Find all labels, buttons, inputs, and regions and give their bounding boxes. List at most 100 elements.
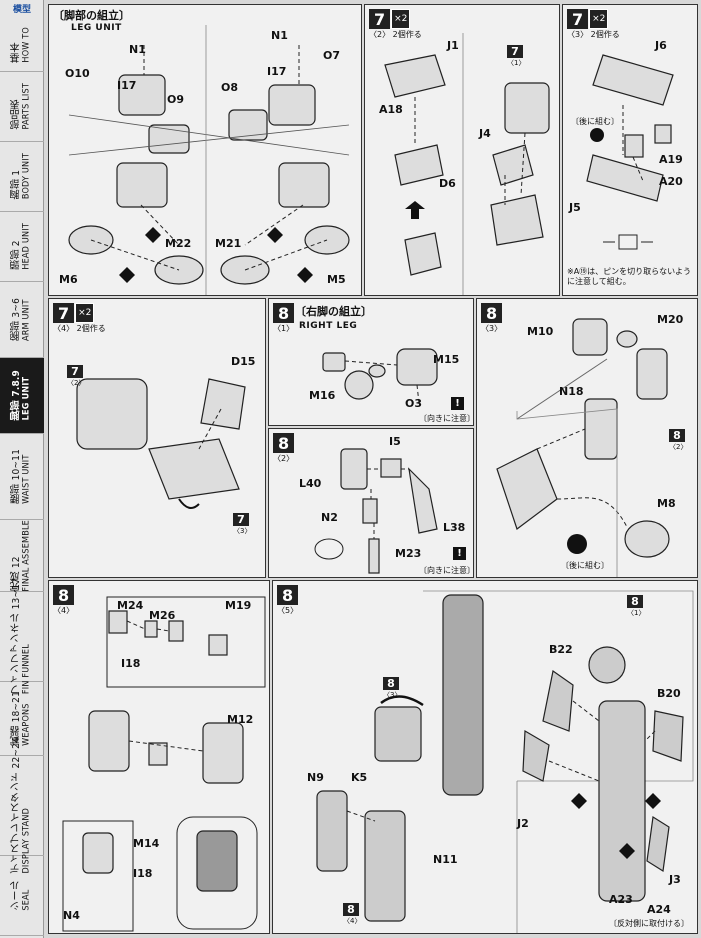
panel-step-7-3: 7×2 〈3〉 2個作る J6 A19 A20 J5 〔後に組む〕 ※A⑲は、ピ… — [562, 4, 698, 296]
part-label: K5 — [351, 771, 368, 784]
step-reference: 8〈4〉 — [343, 903, 362, 925]
illustration-leg-joint — [68, 25, 350, 295]
illustration-shin-frame — [314, 448, 438, 574]
part-label: M15 — [433, 353, 460, 366]
part-label: J5 — [569, 201, 581, 214]
step-reference: 7〈3〉 — [233, 513, 252, 535]
part-label: N4 — [63, 909, 80, 922]
caution-icon: ! — [451, 397, 464, 410]
part-label: O3 — [405, 397, 423, 410]
part-label: A24 — [647, 903, 671, 916]
part-label: L38 — [443, 521, 466, 534]
note-opposite-side: 〔反対側に取付ける〕 — [609, 919, 689, 928]
step-badge: 8 — [273, 303, 295, 323]
part-label: N1 — [271, 29, 288, 42]
part-label: A19 — [659, 153, 683, 166]
part-label: O9 — [167, 93, 185, 106]
part-label: M12 — [227, 713, 254, 726]
step-badge: 8 — [273, 433, 295, 453]
part-label: M6 — [59, 273, 78, 286]
step-subtitle: 〈2〉 2個作る — [369, 30, 422, 39]
part-label: M19 — [225, 599, 252, 612]
part-label: I18 — [133, 867, 153, 880]
part-label: I17 — [117, 79, 137, 92]
part-label: M23 — [395, 547, 422, 560]
part-label: O7 — [323, 49, 341, 62]
site-logo: 模型 — [12, 5, 31, 15]
nav-item-howto[interactable]: 基本 HOW TO — [0, 18, 44, 72]
nav-item-leg-unit[interactable]: 脚部 7.8.9 LEG UNIT — [0, 358, 44, 434]
part-label: N11 — [433, 853, 458, 866]
step-subtitle: 〈3〉 2個作る — [567, 30, 620, 39]
part-label: I17 — [267, 65, 287, 78]
section-subtitle: RIGHT LEG — [299, 321, 358, 331]
panel-step-7-4: 7×2 〈4〉 2個作る 7〈2〉 7〈3〉 D15 — [48, 298, 266, 578]
step-reference: 8〈2〉 — [669, 429, 688, 451]
panel-step-8-4: 8 〈4〉 M24 M26 M19 I18 M12 M14 I18 N4 — [48, 580, 270, 934]
nav-item-parts-list[interactable]: 部品表 PARTS LIST — [0, 72, 44, 142]
illustration-right-leg-core — [322, 348, 438, 404]
part-label: J4 — [479, 127, 491, 140]
part-label: M21 — [215, 237, 242, 250]
part-label: M10 — [527, 325, 554, 338]
part-label: M16 — [309, 389, 336, 402]
step-badge: 7×2 — [567, 9, 609, 29]
part-label: B22 — [549, 643, 573, 656]
nav-item-body-unit[interactable]: 胸部 1 BODY UNIT — [0, 142, 44, 212]
illustration-lower-leg-armor — [62, 596, 266, 932]
step-subtitle: 〈5〉 — [277, 606, 299, 615]
part-label: M24 — [117, 599, 144, 612]
nav-item-display-stand[interactable]: ディスプレイスタンド 22~24 DISPLAY STAND — [0, 737, 44, 874]
part-label: M8 — [657, 497, 676, 510]
illustration-knee-armor — [384, 33, 550, 295]
step-reference: 7〈2〉 — [67, 365, 86, 387]
illustration-lower-leg — [76, 378, 246, 509]
step-subtitle: 〈1〉 — [273, 324, 295, 333]
section-nav: 模型 基本 HOW TO 部品表 PARTS LIST 胸部 1 BODY UN… — [0, 0, 44, 938]
step-reference: 8〈1〉 — [627, 595, 646, 617]
panel-step-7-2: 7×2 〈2〉 2個作る 7〈1〉 J1 A18 D6 J4 — [364, 4, 560, 296]
illustration-full-leg — [316, 590, 694, 933]
part-label: N9 — [307, 771, 324, 784]
part-label: M26 — [149, 609, 176, 622]
step-subtitle: 〈4〉 2個作る — [53, 324, 106, 333]
part-label: N1 — [129, 43, 146, 56]
part-label: D15 — [231, 355, 256, 368]
step-badge: 8 — [481, 303, 503, 323]
step-badge: 7×2 — [53, 303, 95, 323]
part-label: I18 — [121, 657, 141, 670]
nav-item-weapons[interactable]: 武器 18~21 WEAPONS — [0, 682, 44, 756]
part-label: J6 — [655, 39, 667, 52]
section-title: 〔脚部の組立〕 — [53, 9, 130, 22]
step-reference: 8〈3〉 — [383, 677, 402, 699]
caution-orientation: 〔向きに注意〕 — [419, 566, 474, 575]
note-pin-caution: ※A⑲は、ピンを切り取らないように注意して組む。 — [567, 267, 692, 286]
part-label: M20 — [657, 313, 684, 326]
part-label: L40 — [299, 477, 322, 490]
step-reference: 7〈1〉 — [507, 45, 526, 67]
part-label: A18 — [379, 103, 403, 116]
note-assemble-later: 〔後に組む〕 — [571, 117, 619, 126]
step-subtitle: 〈2〉 — [273, 454, 295, 463]
nav-item-seal[interactable]: シール SEAL — [0, 856, 44, 936]
nav-item-waist-unit[interactable]: 腰部 10~11 WAIST UNIT — [0, 434, 44, 520]
caution-orientation: 〔向きに注意〕 — [419, 414, 474, 423]
step-badge: 8 — [53, 585, 75, 605]
part-label: O10 — [65, 67, 90, 80]
nav-item-arm-unit[interactable]: 腕部 3~6 ARM UNIT — [0, 282, 44, 358]
step-subtitle: 〈4〉 — [53, 606, 75, 615]
part-label: M5 — [327, 273, 346, 286]
part-label: D6 — [439, 177, 456, 190]
nav-item-final-assemble[interactable]: 完成 12 FINAL ASSEMBLE — [0, 520, 44, 592]
step-badge: 7×2 — [369, 9, 411, 29]
part-label: J2 — [517, 817, 529, 830]
section-subtitle: LEG UNIT — [71, 23, 122, 33]
part-label: N2 — [321, 511, 338, 524]
part-label: A20 — [659, 175, 683, 188]
part-label: J1 — [447, 39, 459, 52]
nav-item-head-unit[interactable]: 頭部 2 HEAD UNIT — [0, 212, 44, 282]
part-label: B20 — [657, 687, 681, 700]
illustration-foot-frame — [586, 54, 674, 250]
nav-item-fin-funnel[interactable]: フィンファンネル 13~17 FIN FUNNEL — [0, 578, 44, 695]
panel-step-8-5: 8 〈5〉 8〈3〉 8〈4〉 8〈1〉 N9 K5 N11 B22 B20 J… — [272, 580, 698, 934]
